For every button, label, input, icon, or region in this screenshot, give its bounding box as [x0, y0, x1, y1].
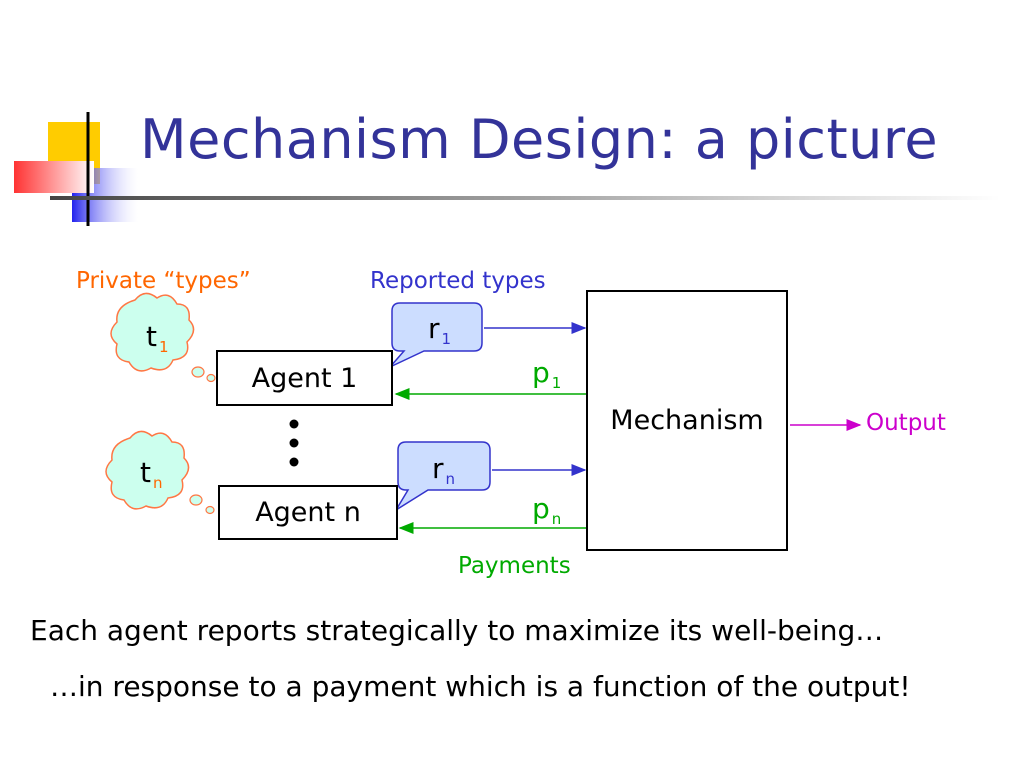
- private-types-label: Private “types”: [76, 268, 251, 294]
- reported-types-label: Reported types: [370, 268, 546, 294]
- agents-ellipsis: [289, 419, 299, 467]
- thought-cloud-agent-1: [110, 292, 216, 383]
- mechanism-label: Mechanism: [610, 405, 764, 436]
- agent-n-box: Agent n: [218, 485, 398, 540]
- agent-1-label: Agent 1: [251, 362, 358, 394]
- agent-n-label: Agent n: [255, 497, 361, 528]
- page-title: Mechanism Design: a picture: [140, 108, 939, 171]
- output-label: Output: [866, 410, 946, 436]
- payments-label: Payments: [458, 553, 571, 579]
- title-underline: [50, 196, 1000, 200]
- mechanism-box: Mechanism: [586, 290, 788, 551]
- deco-red-bar: [14, 161, 94, 193]
- text-line-2: …in response to a payment which is a fun…: [50, 670, 911, 703]
- text-line-1: Each agent reports strategically to maxi…: [30, 614, 884, 647]
- corner-decoration: [14, 112, 138, 226]
- thought-cloud-agent-n: [105, 430, 215, 515]
- agent-1-box: Agent 1: [216, 350, 393, 406]
